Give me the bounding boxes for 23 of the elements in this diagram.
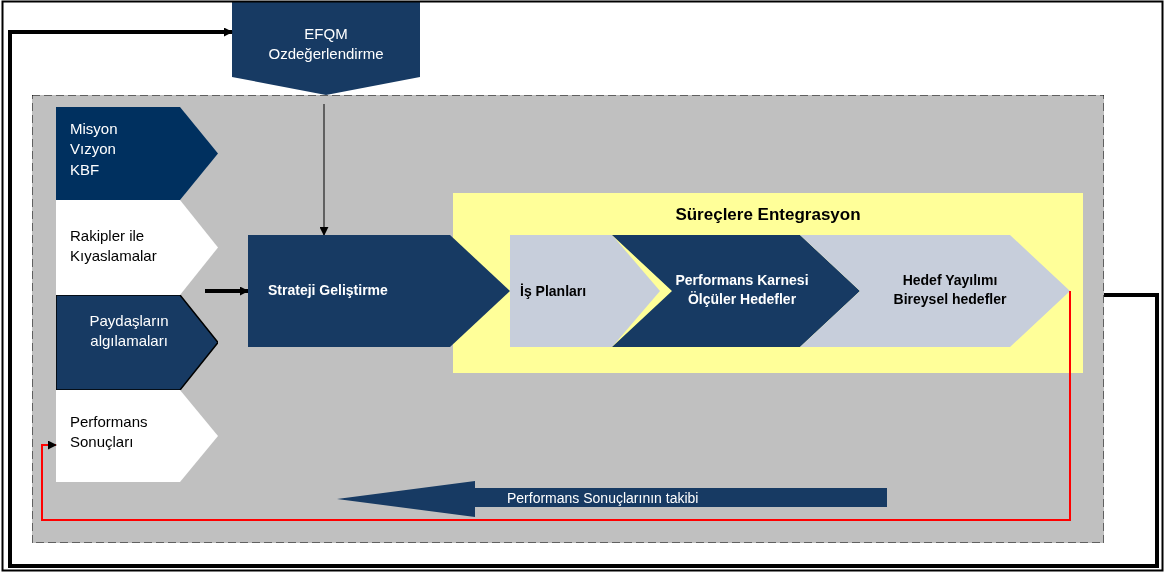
chevron-box <box>248 235 510 347</box>
band-box <box>453 193 1083 373</box>
node-label: Misyon Vızyon KBF <box>70 119 118 180</box>
node-label: Performans Karnesi Ölçüler Hedefler <box>674 271 810 309</box>
dashed-container <box>32 95 1104 543</box>
chevron-box <box>510 235 660 347</box>
node-label: İş Planları <box>520 282 588 301</box>
node-label: EFQM Ozdeğerlendirme <box>268 24 384 65</box>
node-label: Performans Sonuçlarının takibi <box>507 489 700 508</box>
node-label: Hedef Yayılımı Bireysel hedefler <box>892 271 1008 309</box>
node-label: Strateji Geliştirme <box>268 281 389 300</box>
pentagon-box <box>56 295 218 390</box>
node-label: Rakipler ile Kıyaslamalar <box>70 226 158 267</box>
arrow <box>41 290 1071 521</box>
chevron-box <box>612 235 860 347</box>
pentagon-box <box>56 390 218 482</box>
node-label: Paydaşların algılamaları <box>89 311 169 352</box>
pentagon-box <box>56 200 218 295</box>
node-label: Performans Sonuçları <box>70 412 148 453</box>
arrow <box>205 286 249 296</box>
band-heading: Süreçlere Entegrasyon <box>674 204 862 226</box>
pentagon-box <box>56 107 218 200</box>
arrow <box>319 103 329 236</box>
